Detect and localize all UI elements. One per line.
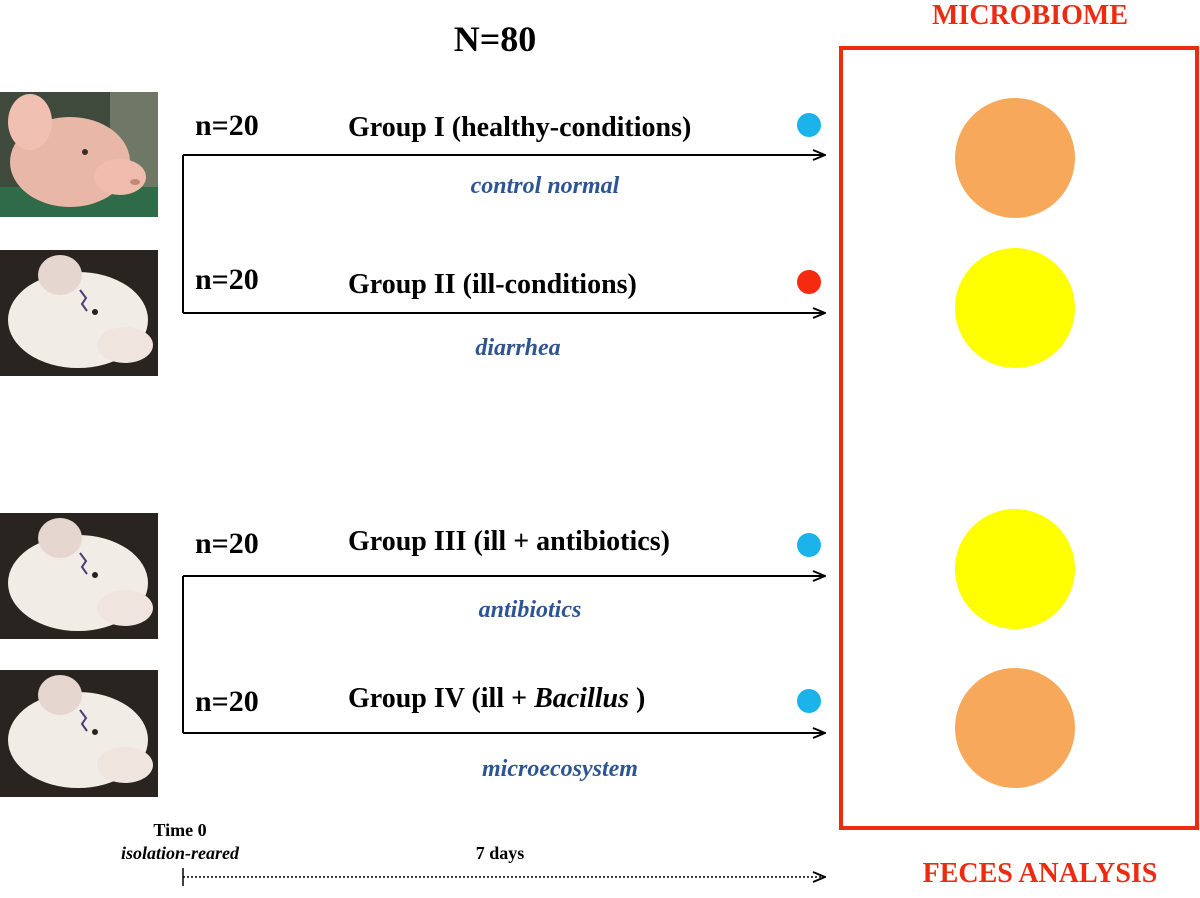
piglet-photo-group-1 <box>0 92 158 217</box>
piglet-photo-group-2 <box>0 250 158 376</box>
group-3-label: Group III (ill + antibiotics) <box>348 526 670 557</box>
group-2-count: n=20 <box>195 263 259 296</box>
piglet-photo-group-4 <box>0 670 158 797</box>
timeline-duration: 7 days <box>475 843 525 863</box>
microbiome-circle-group-4 <box>955 668 1075 788</box>
microbiome-heading: MICROBIOME <box>932 0 1128 31</box>
piglet-photo-group-3 <box>0 513 158 639</box>
group-3-count: n=20 <box>195 527 259 560</box>
status-dot-group-4 <box>797 689 821 713</box>
timeline-start-label: Time 0 <box>153 820 207 840</box>
microbiome-box <box>839 46 1199 830</box>
group-1-count: n=20 <box>195 109 259 142</box>
group-2-condition: diarrhea <box>475 335 561 361</box>
group-1-label: Group I (healthy-conditions) <box>348 112 692 143</box>
group-4-label-start: Group IV (ill + <box>348 683 535 714</box>
microbiome-circle-group-1 <box>955 98 1075 218</box>
feces-analysis-heading: FECES ANALYSIS <box>922 858 1158 889</box>
group-4-condition: microecosystem <box>482 756 638 782</box>
status-dot-group-3 <box>797 533 821 557</box>
microbiome-circle-group-2 <box>955 248 1075 368</box>
total-sample-size: N=80 <box>453 19 537 59</box>
group-1-condition: control normal <box>470 173 620 199</box>
timeline-start-sub: isolation-reared <box>120 843 239 863</box>
group-4-label-genus: Bacillus <box>534 683 629 714</box>
group-4-label: Group IV (ill + Bacillus ) <box>348 683 645 715</box>
group-4-count: n=20 <box>195 685 259 718</box>
status-dot-group-2 <box>797 270 821 294</box>
group-4-label-end: ) <box>629 683 646 714</box>
group-2-label: Group II (ill-conditions) <box>348 269 637 300</box>
microbiome-circle-group-3 <box>955 509 1075 629</box>
group-3-condition: antibiotics <box>478 597 582 623</box>
status-dot-group-1 <box>797 113 821 137</box>
